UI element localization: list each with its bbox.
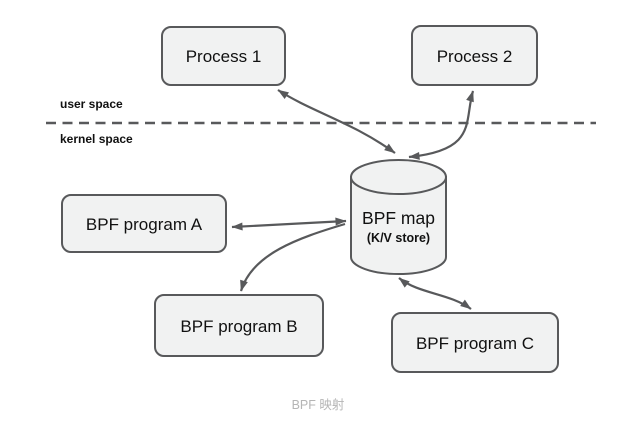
node-bpf-program-a: BPF program A (61, 194, 227, 253)
edge-bpfmap-programc (398, 277, 472, 310)
node-bpf-program-c: BPF program C (391, 312, 559, 373)
process-2-box (411, 25, 538, 86)
node-process-1: Process 1 (161, 26, 286, 86)
node-process-2: Process 2 (411, 25, 538, 86)
process-1-box (161, 26, 286, 86)
user-space-label: user space (60, 97, 123, 111)
bpf-program-c-box (391, 312, 559, 373)
bpf-program-b-box (154, 294, 324, 357)
bpf-program-c-label: BPF program C (416, 334, 534, 353)
bpf-program-b-label: BPF program B (180, 317, 297, 336)
bpf-program-a-box (61, 194, 227, 253)
bpf-map-sublabel: (K/V store) (367, 231, 430, 245)
kernel-space-label: kernel space (60, 132, 133, 146)
process-1-label: Process 1 (186, 47, 262, 66)
node-bpf-program-b: BPF program B (154, 294, 324, 357)
edge-bpfmap-programb (239, 222, 346, 292)
node-bpf-map: BPF map (K/V store) (350, 159, 447, 275)
edge-process2-bpfmap (408, 90, 475, 160)
bpf-map-cylinder-top (350, 159, 447, 195)
bpf-program-a-label: BPF program A (86, 215, 203, 234)
diagram-caption: BPF 映射 (292, 397, 345, 412)
bpf-map-label: BPF map (362, 208, 435, 228)
edge-programa-bpfmap (231, 217, 347, 231)
edge-process1-bpfmap (277, 89, 396, 154)
bpf-map-cylinder-body (350, 176, 447, 275)
process-2-label: Process 2 (437, 47, 513, 66)
